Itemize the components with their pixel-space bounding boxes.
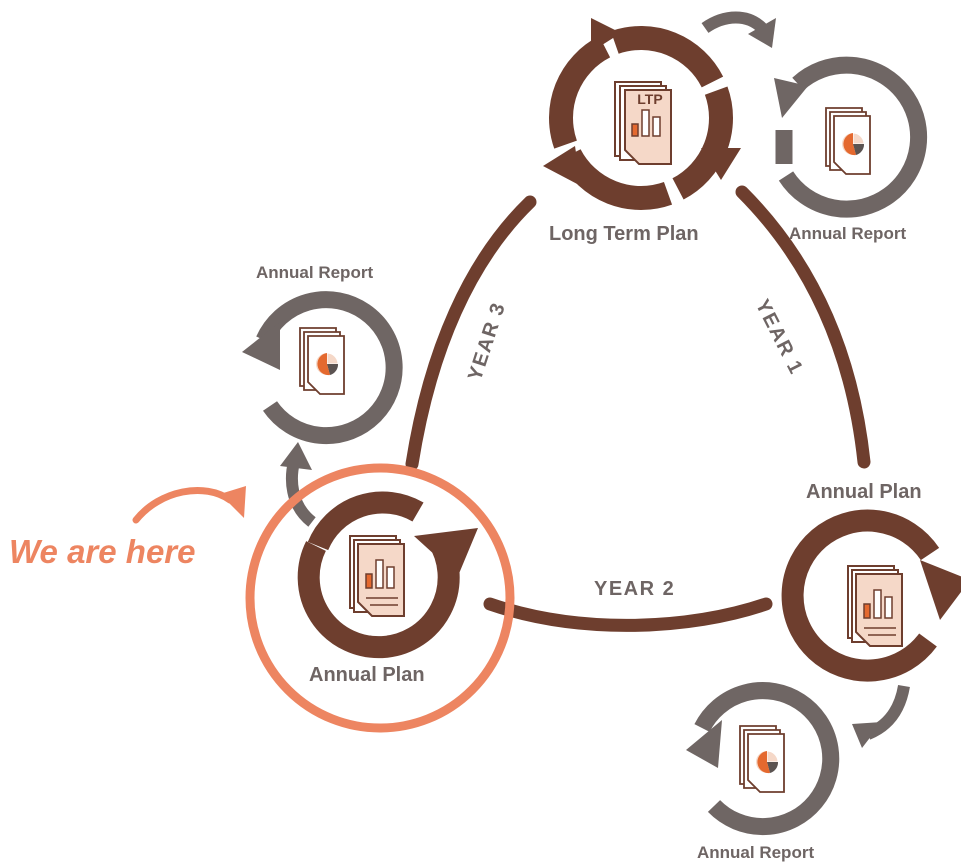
report-document-icon-left (299, 327, 345, 395)
annual-plan-document-icon-left (349, 535, 405, 617)
ltp-document-icon (614, 81, 672, 165)
we-are-here-highlight (245, 463, 515, 733)
annual-report-label-top-right: Annual Report (789, 224, 907, 243)
ltp-doc-label: LTP (637, 91, 662, 107)
report-cycle-icon-left (242, 291, 403, 445)
long-term-plan-label: Long Term Plan (549, 223, 699, 245)
annual-plan-label-left: Annual Plan (309, 664, 425, 686)
annual-plan-cycle-icon-right (781, 509, 961, 682)
annual-report-label-bottom: Annual Report (697, 843, 815, 862)
year1-arc (735, 185, 871, 469)
report-cycle-icon-bottom (686, 682, 840, 836)
annual-plan-label-right: Annual Plan (806, 481, 922, 503)
report-document-icon-bottom (739, 725, 785, 793)
long-term-plan-cycle-icon (543, 18, 741, 210)
annual-plan-document-icon-right (847, 565, 903, 647)
report-cycle-icon-top-right (774, 56, 928, 218)
report-document-icon-top-right (825, 107, 871, 175)
we-are-here-label: We are here (9, 533, 196, 570)
annual-plan-cycle-icon-left (297, 491, 478, 659)
curved-arrow-icon (701, 11, 767, 34)
annual-report-label-left: Annual Report (256, 263, 374, 282)
year3-arc (405, 195, 537, 471)
year2-arc (483, 597, 773, 632)
year-2-label: YEAR 2 (594, 578, 676, 600)
we-are-here-arrow (132, 486, 234, 524)
